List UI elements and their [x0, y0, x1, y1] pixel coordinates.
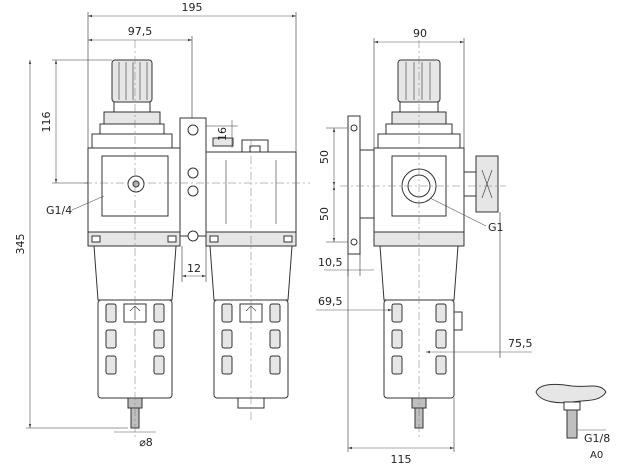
dim-115: 115 — [391, 453, 412, 466]
filter-bowl — [209, 245, 293, 409]
dim-12: 12 — [187, 262, 201, 275]
regulator-bowl — [93, 245, 177, 429]
drain-detail — [535, 383, 607, 439]
side-bowl — [379, 245, 463, 429]
filter-body — [205, 151, 297, 247]
dim-345: 345 — [14, 234, 27, 255]
dim-90: 90 — [413, 27, 427, 40]
mounting-bracket-front — [179, 117, 269, 242]
dimensions — [26, 12, 606, 452]
side-wall-bracket — [347, 115, 375, 255]
label-a0: A0 — [590, 450, 603, 461]
dim-75-5: 75,5 — [508, 337, 533, 350]
front-view — [84, 40, 310, 440]
dim-diameter-8: ⌀8 — [139, 436, 153, 449]
side-view — [340, 40, 506, 440]
dim-116: 116 — [40, 112, 53, 133]
dim-50-bottom: 50 — [318, 207, 331, 221]
label-g1: G1 — [488, 221, 504, 234]
dim-69-5: 69,5 — [318, 295, 343, 308]
dim-97-5: 97,5 — [128, 25, 153, 38]
dim-10-5: 10,5 — [318, 256, 343, 269]
dim-195: 195 — [182, 1, 203, 14]
label-g1-4: G1/4 — [46, 204, 72, 217]
label-g1-8: G1/8 — [584, 432, 610, 445]
dim-50-top: 50 — [318, 150, 331, 164]
dim-16: 16 — [216, 127, 229, 141]
side-gauge — [463, 155, 499, 213]
regulator-knob — [91, 59, 173, 149]
dimension-labels: 195 97,5 116 345 16 12 ⌀8 G1/4 90 50 50 … — [14, 1, 610, 466]
